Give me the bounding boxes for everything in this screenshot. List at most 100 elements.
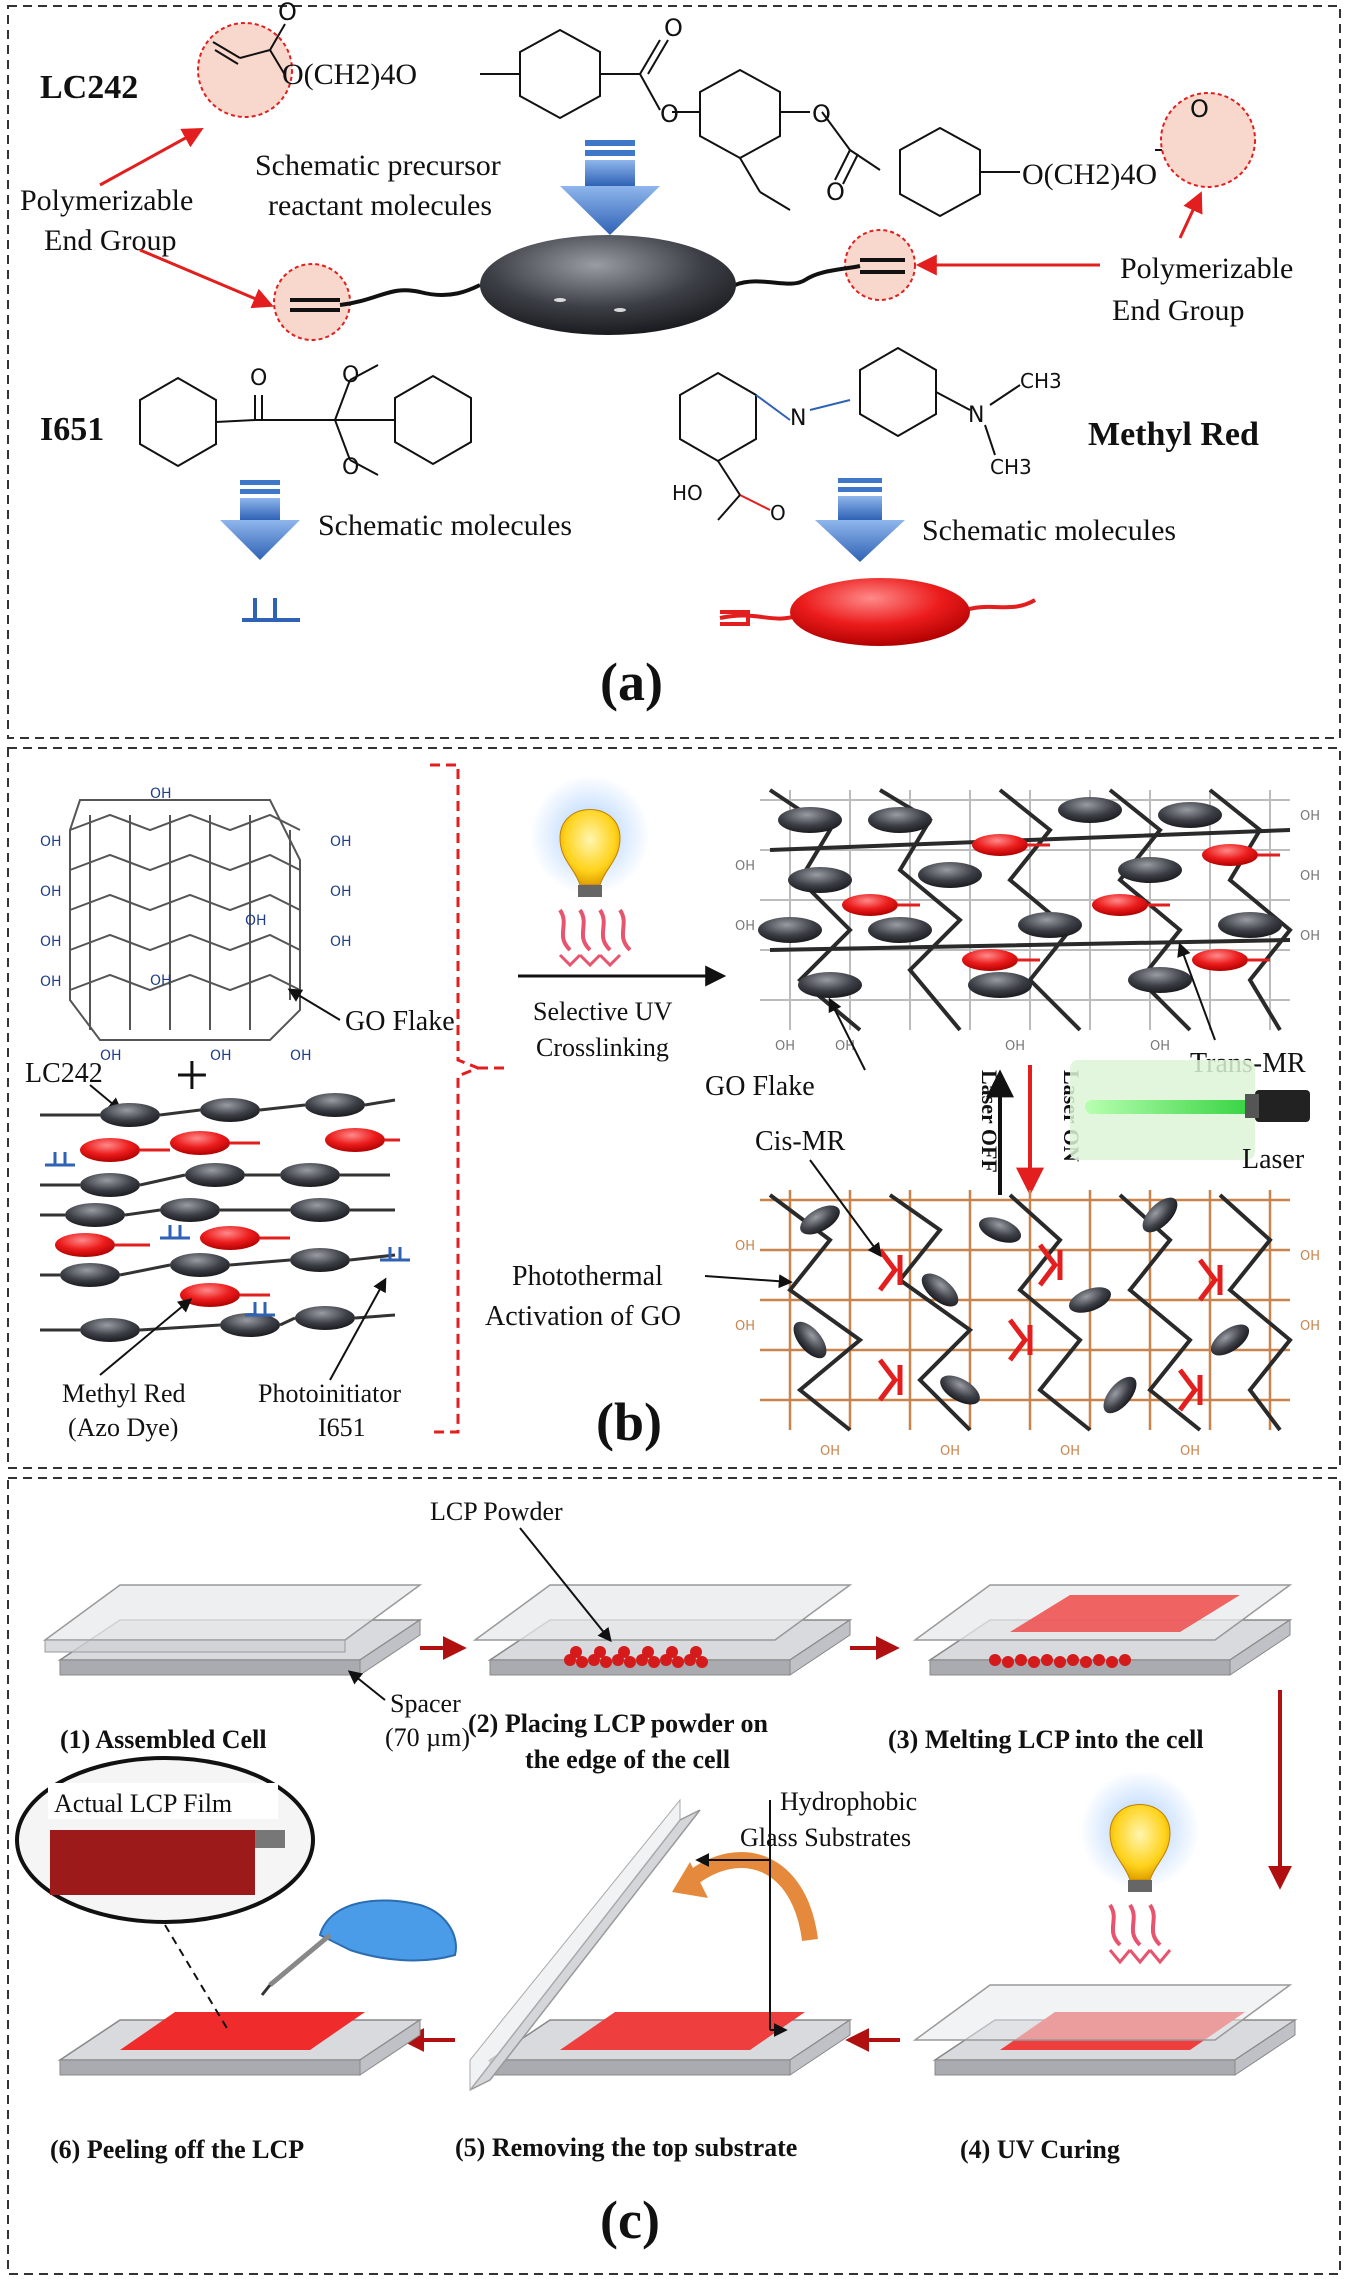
blue-down-arrow-main <box>560 140 660 235</box>
step2-line1: (2) Placing LCP powder on <box>468 1709 769 1738</box>
methyl-red-ch3-bottom: CH3 <box>990 455 1032 479</box>
end-group-left-arrow-top <box>99 127 204 187</box>
lc242-mixture-label: LC242 <box>25 1058 103 1089</box>
go-flake-2-arrow <box>828 997 866 1071</box>
photoinitiator-line2: I651 <box>318 1413 366 1442</box>
methyl-red-mixture-line2: (Azo Dye) <box>68 1413 178 1442</box>
oh-t6: OH <box>1300 929 1320 944</box>
go-flake-1-arrow <box>287 988 341 1021</box>
step2-cell <box>472 1584 853 1676</box>
laser-off-label: Laser OFF <box>977 1070 1002 1173</box>
panel-a-label: (a) <box>600 652 663 712</box>
methyl-red-ho: HO <box>672 481 703 505</box>
step6-cell <box>57 2012 423 2076</box>
step4-label: (4) UV Curing <box>960 2135 1120 2164</box>
network-oh-labels-top: OH OH OH OH OH OH OH OH OH <box>735 809 1320 1054</box>
oh-t2: OH <box>835 1039 855 1054</box>
lcp-powder-label: LCP Powder <box>430 1497 563 1526</box>
lc242-title: LC242 <box>40 69 138 106</box>
oh-b8: OH <box>40 974 62 990</box>
lc242-carbonyl-o-right: O <box>1190 95 1209 123</box>
spacer-arrow <box>347 1670 386 1701</box>
schematic-molecules-1: Schematic molecules <box>318 509 572 542</box>
lc242-o-1: O <box>664 14 683 42</box>
oh-u5: OH <box>820 1444 840 1459</box>
actual-film-label: Actual LCP Film <box>54 1789 232 1818</box>
i651-schematic-symbol <box>242 598 300 622</box>
blue-down-arrow-i651 <box>220 480 300 560</box>
step1-cell <box>42 1584 423 1676</box>
oh-t8: OH <box>735 919 755 934</box>
photothermal-line2: Activation of GO <box>485 1301 681 1332</box>
methyl-red-mixture-line1: Methyl Red <box>62 1379 186 1408</box>
uv-bulb-c <box>1080 1770 1200 1965</box>
i651-structure <box>139 364 472 476</box>
laser-pointer <box>1070 1060 1310 1160</box>
oh-t3: OH <box>1005 1039 1025 1054</box>
schematic-precursor-line2: reactant molecules <box>268 189 492 222</box>
oh-b2: OH <box>40 834 62 850</box>
oh-b9: OH <box>100 1048 122 1064</box>
end-group-right-circle <box>1160 92 1256 188</box>
selective-line2: Crosslinking <box>536 1033 669 1062</box>
oh-b7: OH <box>330 934 352 950</box>
network-oh-labels-bottom: OH OH OH OH OH OH OH OH <box>735 1239 1320 1459</box>
blue-down-arrow-methyl-red <box>815 478 905 562</box>
step5-cell <box>469 1798 853 2092</box>
crosslinked-network <box>758 788 1293 1032</box>
cis-mr-arrow <box>809 1159 882 1258</box>
oh-u8: OH <box>1180 1444 1200 1459</box>
step6-label: (6) Peeling off the LCP <box>50 2135 304 2164</box>
end-group-right-arrow-top <box>1178 191 1203 239</box>
schematic-molecules-2: Schematic molecules <box>922 514 1176 547</box>
lc242-left-acrylate <box>212 23 286 76</box>
oh-b11: OH <box>290 1048 312 1064</box>
i651-o-mid: O <box>342 363 359 388</box>
oh-u2: OH <box>735 1319 755 1334</box>
hydrophobic-line2: Glass Substrates <box>740 1823 911 1852</box>
methyl-red-ch3-top: CH3 <box>1020 369 1062 393</box>
methyl-red-title: Methyl Red <box>1088 416 1259 453</box>
panel-a-border <box>7 5 1341 739</box>
trans-mr-arrow <box>1177 942 1216 1041</box>
panel-c-border <box>7 1477 1341 2275</box>
lc242-carbonyl-o: O <box>278 0 297 26</box>
go-flake-1-label: GO Flake <box>345 1006 455 1037</box>
oh-b5: OH <box>330 884 352 900</box>
methyl-red-mixture-arrow <box>99 1298 193 1376</box>
i651-o-top: O <box>250 366 267 391</box>
mixture-bracket <box>430 763 483 1434</box>
lc242-chain-right: O(CH2)4O <box>1022 158 1157 191</box>
oh-b3: OH <box>330 834 352 850</box>
end-group-right-line1: Polymerizable <box>1120 252 1293 285</box>
methyl-red-structure <box>679 346 1021 521</box>
oh-t1: OH <box>775 1039 795 1054</box>
lc242-o-2: O <box>660 100 679 128</box>
film-label-bg <box>48 1783 278 1819</box>
methyl-red-o: O <box>770 501 786 525</box>
oh-u6: OH <box>940 1444 960 1459</box>
photothermal-network <box>760 1190 1293 1432</box>
oh-u7: OH <box>1060 1444 1080 1459</box>
uv-bulb-b <box>530 775 650 968</box>
oh-u4: OH <box>1300 1319 1320 1334</box>
oh-u3: OH <box>1300 1249 1320 1264</box>
oh-u1: OH <box>735 1239 755 1254</box>
step5-label: (5) Removing the top substrate <box>455 2133 797 2162</box>
hydrophobic-line1: Hydrophobic <box>780 1787 917 1816</box>
end-group-left-arrow-bottom <box>139 248 274 309</box>
step3-label: (3) Melting LCP into the cell <box>888 1725 1204 1754</box>
spacer-line2: (70 µm) <box>385 1723 470 1752</box>
go-flake-2-label: GO Flake <box>705 1071 815 1102</box>
laser-label: Laser <box>1242 1144 1305 1175</box>
methyl-red-n1: N <box>790 406 806 431</box>
oh-t7: OH <box>735 859 755 874</box>
methyl-red-schematic <box>719 578 1037 646</box>
selective-line1: Selective UV <box>533 997 673 1026</box>
photoinitiator-arrow <box>329 1277 387 1381</box>
schematic-mesogen-lc242 <box>273 229 916 341</box>
lcp-powder-arrow <box>519 1527 612 1643</box>
step2-line2: the edge of the cell <box>525 1745 730 1774</box>
oh-t4: OH <box>1150 1039 1170 1054</box>
